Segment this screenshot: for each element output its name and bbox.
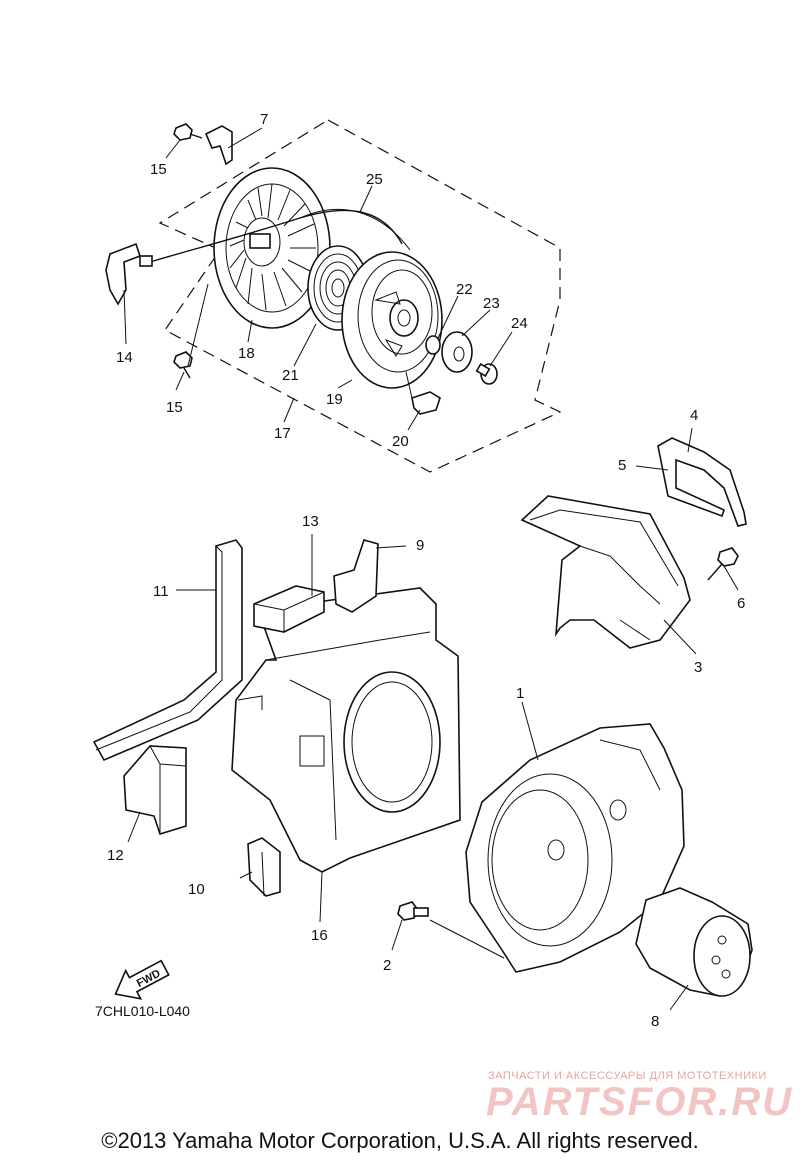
fwd-arrow-icon: FWD (114, 959, 170, 1000)
starter-handle-part-14 (105, 242, 153, 306)
callout-23: 23 (483, 295, 500, 312)
seal-part-10 (247, 837, 281, 897)
bolt-part-15-bottom (173, 351, 193, 379)
watermark-tagline: ЗАПЧАСТИ И АКСЕССУАРЫ ДЛЯ МОТОТЕХНИКИ (488, 1070, 767, 1082)
copyright-notice: ©2013 Yamaha Motor Corporation, U.S.A. A… (101, 1128, 699, 1153)
bolt-part-15-top (173, 123, 203, 141)
bolt-part-2 (397, 901, 429, 921)
starter-rope-part-25 (149, 209, 403, 263)
callout-18: 18 (238, 345, 255, 362)
bolt-part-6 (707, 547, 739, 581)
callout-10: 10 (188, 881, 205, 898)
clamp-part-7 (204, 125, 233, 166)
callout-15-bottom: 15 (166, 399, 183, 416)
fwd-label: FWD (135, 968, 163, 990)
sponge-part-13 (253, 585, 325, 633)
seal-part-9 (333, 539, 379, 613)
callout-13: 13 (302, 513, 319, 530)
seal-part-12 (123, 745, 187, 835)
washer-part-23 (441, 331, 473, 373)
callout-15-top: 15 (150, 161, 167, 178)
callout-11: 11 (153, 583, 169, 600)
ratchet-part-20 (411, 391, 441, 415)
seal-part-11 (92, 539, 243, 762)
callout-9: 9 (416, 537, 424, 554)
callout-24: 24 (511, 315, 528, 332)
starter-group-boundary (158, 119, 562, 473)
cover-part-3 (520, 495, 691, 649)
callout-20: 20 (392, 433, 409, 450)
callout-21: 21 (282, 367, 299, 384)
callout-5: 5 (618, 457, 626, 474)
callout-2: 2 (383, 957, 391, 974)
callout-4: 4 (690, 407, 698, 424)
callout-3: 3 (694, 659, 702, 676)
callout-7: 7 (260, 111, 268, 128)
diagram-code: 7CHL010-L040 (95, 1003, 190, 1019)
air-shroud-part-16 (231, 587, 461, 873)
callout-14: 14 (116, 349, 133, 366)
drum-sheave-part-19 (341, 251, 443, 389)
leader-lines (123, 127, 739, 1011)
fan-part-8 (635, 887, 753, 997)
callout-17: 17 (274, 425, 291, 442)
callout-25: 25 (366, 171, 383, 188)
clip-part-22 (425, 335, 441, 355)
bracket-part-4-5 (657, 437, 747, 527)
starter-case-part-18 (213, 167, 331, 329)
callout-22: 22 (456, 281, 473, 298)
fan-cover-part-1 (465, 723, 685, 973)
callout-16: 16 (311, 927, 328, 944)
callout-12: 12 (107, 847, 124, 864)
callout-1: 1 (516, 685, 524, 702)
callout-6: 6 (737, 595, 745, 612)
screw-part-24 (475, 362, 498, 385)
callout-8: 8 (651, 1013, 659, 1030)
watermark-logo: PARTSFOR.RU (486, 1080, 794, 1124)
callout-19: 19 (326, 391, 343, 408)
